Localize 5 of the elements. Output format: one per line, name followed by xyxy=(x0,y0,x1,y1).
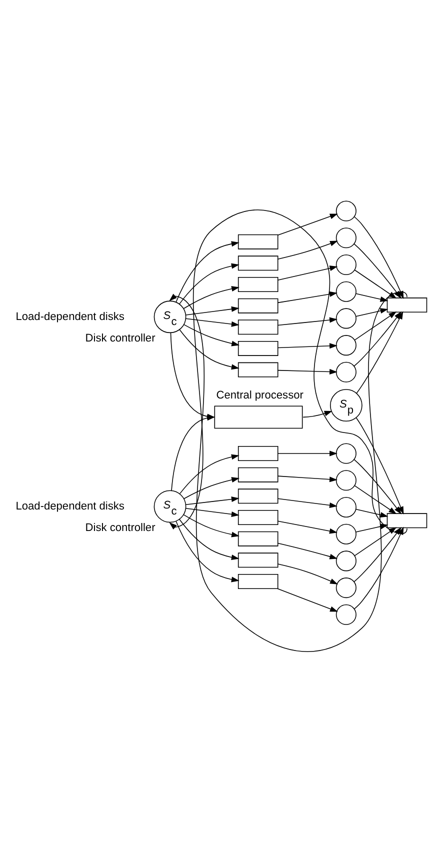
label: Load-dependent disks xyxy=(16,310,124,323)
node-label: Disk controller xyxy=(85,522,156,534)
node-label: Central processor xyxy=(216,389,304,402)
node-label: Disk controller xyxy=(85,332,156,345)
label: Load-dependent disks xyxy=(16,500,124,512)
